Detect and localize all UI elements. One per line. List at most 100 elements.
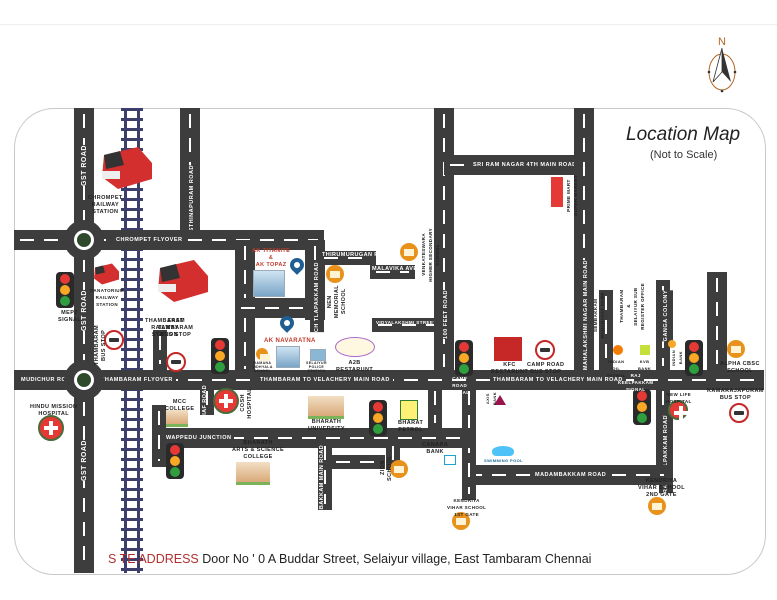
east-tambaram-bus-stop-label: EAST TAMBARAM BUS STOP: [158, 318, 194, 338]
bharat-petrol-logo-icon: [400, 400, 418, 420]
madambakkam-main-road: [318, 440, 332, 510]
tambaram-bus-stop-label: THAMBARAM BUS STOP: [94, 325, 107, 365]
iaf-road: [200, 385, 214, 415]
sanatorium-train-icon: [94, 263, 119, 285]
zion-school-icon: [390, 460, 408, 478]
sanatorium-station-label: SANATORIUM RAILWAY STATION: [90, 288, 125, 307]
site-address-key: S TE ADDRESS: [108, 552, 199, 566]
chrompet-flyover-label: CHROMPET FLYOVER: [113, 236, 186, 244]
bharat-petrol-lane: [428, 385, 442, 429]
mepz-signal-label: MEPZ SIGNAL: [58, 310, 82, 323]
tree-icon: [77, 233, 91, 247]
wappedu-traffic-light-icon: [166, 443, 184, 479]
bharath-arts-college-label: BHARATH ARTS & SCIENCE COLLEGE: [232, 440, 285, 460]
tambaram-bus-stop-icon: [104, 330, 124, 350]
sembakkam-panchayat-label: SEMBAKKAM PANCHAYAT PARK: [593, 292, 605, 339]
primemart-logo-icon: [551, 177, 563, 207]
a2b-restaurant-label: A2B RESTARUNT: [336, 360, 374, 373]
malavika-avenue: [370, 265, 415, 279]
swimming-pool-label: SWIMMING POOL: [484, 458, 523, 463]
vidyalakshmi-street-label: VIDYALAKSHMI STREET: [376, 320, 437, 325]
mudichur-road-label: MUDICHUR ROAD: [18, 376, 79, 384]
kendriya-1st-gate-school-icon: [452, 512, 470, 530]
block-middle-road: [235, 298, 315, 318]
ak-navaratna-label: AK NAVARATNA: [264, 338, 316, 344]
thirumurugan-road-label: THIRUMURUGAN ROAD: [322, 252, 393, 258]
police-station-icon: [310, 349, 326, 361]
hindu-mission-hospital-label: HINDU MISSION HOSPITAL: [30, 404, 78, 417]
ak-titanite-building-icon: [253, 270, 285, 297]
mcc-college-building-icon: [166, 410, 188, 427]
newlife-hospital-label: NEW LIFE HOSPITAL: [666, 392, 692, 404]
registrar-office-label: THAMBARAM & SELAIYUR SUB REGISTER OFFICE: [619, 283, 645, 330]
bharat-petrol-label: BHARAT PETROL: [398, 420, 424, 433]
camp-road-traffic-light-icon: [455, 340, 473, 376]
alpha-cbse-school-label: ALPHA CBSC SCHOOL: [720, 361, 760, 374]
kfc-restaurant-label: KFC RESTARUNT: [491, 362, 529, 375]
axis-bank-label: AXIS BANK: [485, 392, 497, 406]
tambaram-traffic-light-icon: [211, 338, 229, 374]
tambaram-roundabout: [64, 360, 104, 400]
railway-track: [121, 108, 143, 573]
madambakkam-road-label: MADAMBAKKAM ROAD: [532, 471, 610, 479]
raj-keelpakkam-traffic-light-icon: [633, 389, 651, 425]
ak-titanite-label: AK TITANITE & AK TOPAZ: [252, 248, 291, 268]
ramana-school-label: RAMANA VIDHYALA SCHOOL: [252, 361, 273, 373]
sri-ram-nagar-label: SRI RAM NAGAR 4TH MAIN ROAD: [470, 161, 580, 169]
axis-bank-logo-icon: [494, 395, 506, 405]
kendriya-2nd-gate-label: KENDRIYA VIHAR SCHOOL 2ND GATE: [638, 478, 685, 498]
bharath-university-label: BHARATH UNIVERSITY: [308, 419, 346, 432]
tambaram-velachery-label-2: THAMBARAM TO VELACHERY MAIN ROAD: [490, 376, 626, 384]
mahalakshmi-nagar-label: MAHALAKSHMI NAGAR MAIN ROAD: [579, 260, 593, 371]
camp-road-bus-stop-icon: [535, 340, 555, 360]
raj-keelpakkam-signal-label: RAJ KEELPAKKAM SIGNAL: [618, 373, 654, 392]
primemart-label: PRIME MART SUPER MARKET: [566, 175, 578, 216]
bharath-traffic-light-icon: [369, 400, 387, 436]
gst-road-label-bottom: GST ROAD: [78, 440, 92, 481]
chrompet-roundabout: [64, 220, 104, 260]
compass-label: N: [718, 36, 726, 48]
tambaram-station-label: THAMBARAM RAILWAY STATION: [145, 318, 185, 338]
gst-road-label-top: GST ROAD: [78, 145, 92, 186]
kfc-logo-icon: [494, 337, 522, 361]
selaiyur-police-label: SELAIYUR POLICE STATION: [306, 361, 327, 373]
kamarajapuram-bus-stop-icon: [729, 403, 749, 423]
indian-bank-logo-icon: [668, 340, 676, 348]
canara-bank-label: CANARA BANK: [422, 442, 449, 455]
mepz-traffic-light-icon: [56, 272, 74, 308]
a2b-logo-icon: [335, 337, 375, 357]
mcc-college-label: MCC COLLEGE: [165, 399, 195, 412]
camp-road-bus-stop-label: CAMP ROAD BUS STOP: [527, 362, 565, 375]
newlife-hospital-icon: [668, 400, 688, 420]
iaf-road-label: IAF ROAD: [202, 385, 208, 415]
bharath-university-building-icon: [308, 396, 344, 419]
nen-memorial-school-label: NEN MEMORIAL SCHOOL: [327, 285, 347, 319]
kendriya-2nd-gate-school-icon: [648, 497, 666, 515]
ak-navaratna-building-icon: [276, 346, 300, 368]
site-address: S TE ADDRESS Door No ' 0 A Buddar Street…: [108, 552, 591, 566]
keelpakkam-east-traffic-light-icon: [685, 340, 703, 376]
north-compass-icon: N: [707, 36, 737, 93]
cosh-hospital-icon: [213, 388, 239, 414]
station-access-road: [153, 330, 167, 370]
madambakkam-main-road-label: MADAMBAKKAM MAIN ROAD: [319, 445, 325, 533]
chitlapakkam-road-label: CH TLAPAKKAM ROAD: [310, 262, 324, 333]
canara-bank-logo-icon: [444, 455, 456, 465]
tambaram-train-icon: [158, 260, 208, 302]
sembakkam-road: [599, 290, 613, 372]
kamarajapuram-bus-stop-label: KAMARAJAPURAM BUS STOP: [707, 388, 764, 401]
swimming-pool-icon: [492, 446, 514, 456]
indian-oil-label: INDIAN OIL PETROL: [607, 359, 626, 378]
bharath-lane: [330, 455, 385, 469]
venkateswara-school-label: VENKATESWARA HIGHER SECONDARY SCHOOL: [421, 228, 440, 282]
east-tambaram-bus-stop-icon: [166, 352, 186, 372]
nen-memorial-school-icon: [326, 265, 344, 283]
malavika-avenue-label: MALAVIKA AVENUE: [372, 266, 431, 272]
map-subtitle: (Not to Scale): [650, 149, 718, 161]
alpha-cbse-school-icon: [727, 340, 745, 358]
top-divider: [0, 24, 777, 25]
camp-road-signal-label: CAMP ROAD SIGNAL: [450, 376, 470, 395]
kendriya-1st-gate-label: KENDRIYA VIHAR SCHOOL 1ST GATE: [447, 498, 487, 517]
100-feet-road-label: 100 FEET ROAD: [439, 290, 453, 339]
tambaram-flyover-label: THAMBARAM FLYOVER: [98, 376, 176, 384]
